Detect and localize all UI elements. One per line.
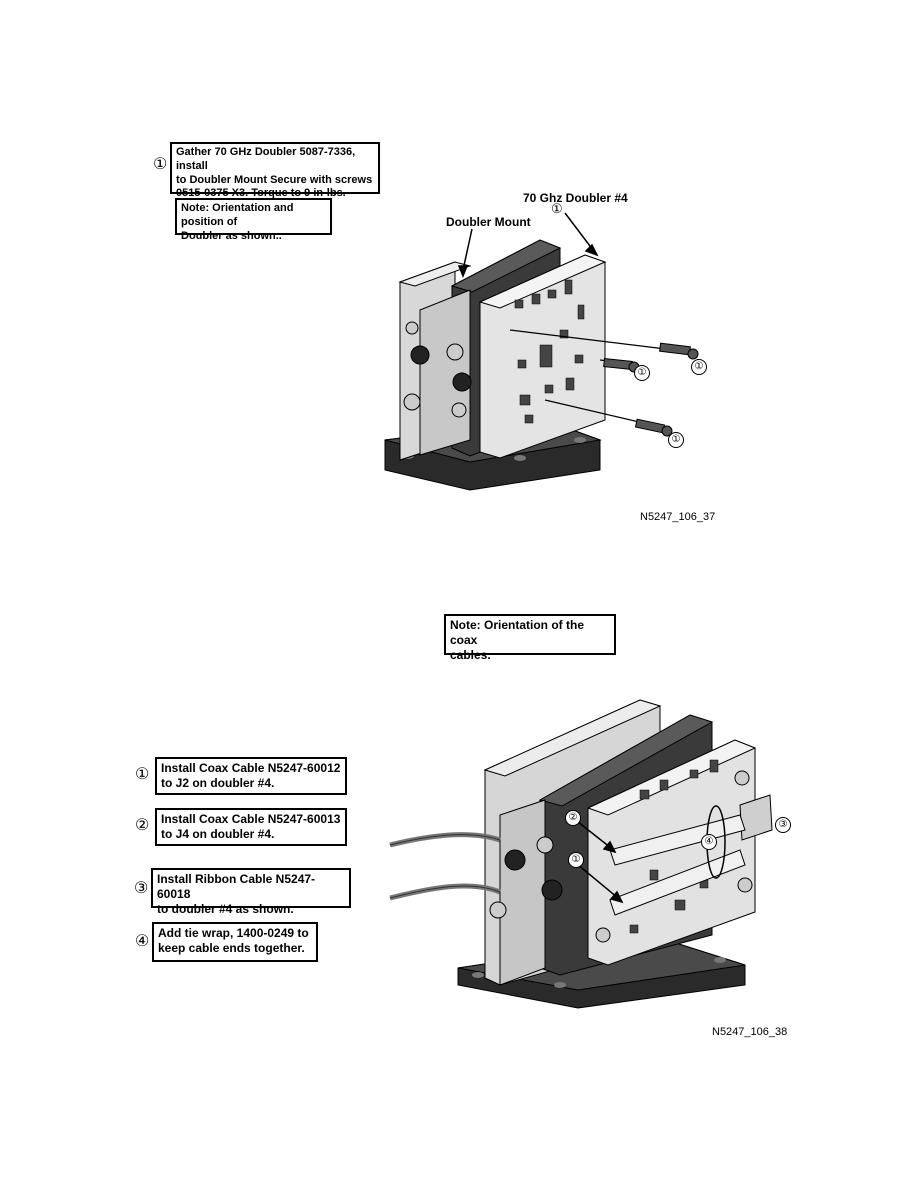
orientation-note-box: Note: Orientation and position of Double… [175, 198, 332, 242]
screw-marker-1: ① [691, 359, 707, 375]
screw-marker-2: ① [634, 365, 650, 381]
step-1-instruction-box: Gather 70 GHz Doubler 5087-7336, install… [170, 142, 380, 199]
ribbon-cable-marker: ③ [775, 817, 791, 833]
coax-orientation-note: Note: Orientation of the coax cables. [444, 614, 616, 662]
step-install-ribbon: Install Ribbon Cable N5247-60018 to doub… [151, 868, 351, 916]
tie-wrap-marker: ④ [701, 834, 717, 850]
step-add-tie-wrap: Add tie wrap, 1400-0249 to keep cable en… [152, 922, 318, 962]
step-install-coax-j2: Install Coax Cable N5247-60012 to J2 on … [155, 757, 347, 795]
step-1-marker: ① [153, 156, 168, 173]
doubler-4-marker: ① [551, 201, 563, 216]
doubler-4-label: 70 Ghz Doubler #4 [523, 191, 628, 205]
step-3-marker-fig2: ③ [134, 880, 149, 897]
figure-2-id: N5247_106_38 [712, 1026, 788, 1038]
step-2-marker-fig2: ② [135, 817, 150, 834]
step-4-marker-fig2: ④ [135, 933, 150, 950]
figure-1-id: N5247_106_37 [640, 511, 716, 523]
step-1-marker-fig2: ① [135, 766, 150, 783]
doubler-mount-label: Doubler Mount [446, 215, 531, 229]
step-install-coax-j4: Install Coax Cable N5247-60013 to J4 on … [155, 808, 347, 846]
coax-j2-marker: ① [568, 852, 584, 868]
coax-j4-marker: ② [565, 810, 581, 826]
screw-marker-3: ① [668, 432, 684, 448]
